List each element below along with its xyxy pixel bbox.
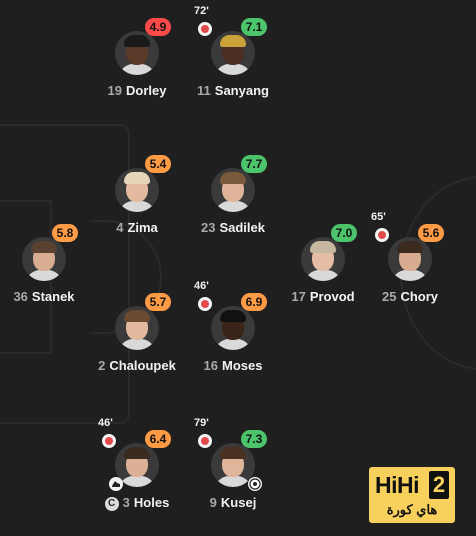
- player-rating: 6.9: [241, 293, 267, 311]
- sub-minute: 79': [194, 417, 209, 429]
- player-number: 16: [203, 358, 218, 373]
- player-name: Holes: [133, 495, 170, 510]
- player-number: 4: [116, 220, 124, 235]
- player-avatar: [211, 443, 255, 487]
- player-number: 36: [13, 289, 28, 304]
- player-avatar: [211, 168, 255, 212]
- player-number: 19: [107, 83, 122, 98]
- sub-minute: 65': [371, 211, 386, 223]
- sub-minute: 46': [194, 280, 209, 292]
- substitution-icon: [375, 228, 389, 242]
- logo-subtitle: هاي كورة: [386, 502, 438, 517]
- player-number: 11: [197, 83, 211, 98]
- player-avatar: [388, 237, 432, 281]
- player-rating: 7.1: [241, 18, 267, 36]
- player-number: 9: [209, 495, 217, 510]
- player-rating: 5.7: [145, 293, 171, 311]
- sub-minute: 46': [98, 417, 113, 429]
- player-avatar: [211, 306, 255, 350]
- substitution-icon: [198, 297, 212, 311]
- ball-icon: [248, 477, 262, 491]
- logo-brand: HiHi: [375, 472, 420, 498]
- player-avatar: [115, 168, 159, 212]
- player-avatar: [115, 443, 159, 487]
- player-avatar: [115, 306, 159, 350]
- substitution-icon: [198, 434, 212, 448]
- hihi2-logo: HiHi 2 هاي كورة: [369, 467, 455, 523]
- player-dorley[interactable]: 4.9 19 Dorley: [77, 17, 197, 113]
- player-rating: 6.4: [145, 430, 171, 448]
- logo-digit: 2: [429, 471, 449, 499]
- player-avatar: [22, 237, 66, 281]
- player-avatar: [115, 31, 159, 75]
- player-name: Provod: [309, 289, 355, 304]
- player-rating: 5.6: [418, 224, 444, 242]
- player-name: Moses: [222, 358, 263, 373]
- player-avatar: [301, 237, 345, 281]
- player-name: Kusej: [220, 495, 257, 510]
- player-name: Sadilek: [219, 220, 265, 235]
- player-number: 2: [98, 358, 106, 373]
- boot-icon: [109, 477, 123, 491]
- player-avatar: [211, 31, 255, 75]
- player-name: Sanyang: [214, 83, 269, 98]
- player-name: Stanek: [31, 289, 75, 304]
- substitution-icon: [198, 22, 212, 36]
- player-name: Chory: [400, 289, 439, 304]
- captain-badge: C: [104, 497, 119, 511]
- player-number: 17: [291, 289, 306, 304]
- player-rating: 7.7: [241, 155, 267, 173]
- player-name: Dorley: [126, 83, 167, 98]
- player-rating: 5.4: [145, 155, 171, 173]
- player-rating: 4.9: [145, 18, 171, 36]
- player-number: 3: [122, 495, 130, 510]
- player-rating: 7.3: [241, 430, 267, 448]
- player-name-row: 19 Dorley: [77, 83, 197, 98]
- player-number: 25: [381, 289, 397, 304]
- player-number: 23: [201, 220, 216, 235]
- player-name: Chaloupek: [109, 358, 176, 373]
- player-moses[interactable]: 6.9 46' 16 Moses: [173, 280, 293, 388]
- player-name: Zima: [127, 220, 158, 235]
- player-name-row: 16 Moses: [173, 358, 293, 373]
- sub-minute: 72': [194, 5, 209, 17]
- substitution-icon: [102, 434, 116, 448]
- player-rating: 7.0: [331, 224, 357, 242]
- player-rating: 5.8: [52, 224, 78, 242]
